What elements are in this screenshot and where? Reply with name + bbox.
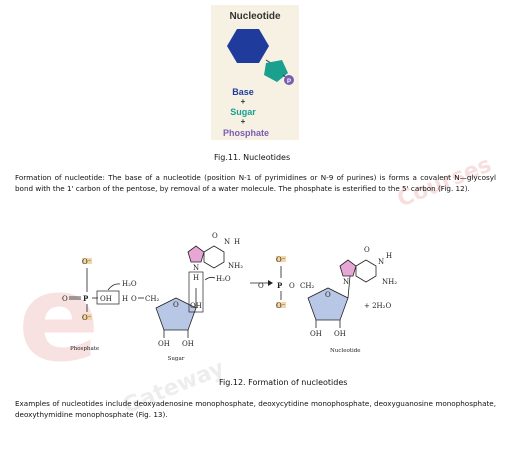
phosphate-o-minus-bottom: O⁻: [82, 314, 92, 322]
nuc-o-double: O: [258, 282, 264, 290]
phosphate-o-minus-top: O⁻: [82, 258, 92, 266]
water-left: H₂O: [122, 280, 137, 288]
label-sugar: Sugar: [230, 107, 256, 117]
figure-nucleotide-diagram: Nucleotide P Base + Sugar + Phosphate: [211, 5, 299, 140]
base-n2-right: N: [378, 258, 384, 266]
nucleotide-title: Nucleotide: [229, 11, 281, 22]
figure-12-caption: Fig.12. Formation of nucleotides: [219, 378, 348, 387]
sugar-h: H: [122, 295, 128, 303]
base-h: H: [193, 274, 199, 282]
sugar-caption: Sugar: [168, 356, 185, 362]
sugar-ring-o: O: [173, 301, 179, 309]
paragraph-formation: Formation of nucleotide: The base of a n…: [15, 173, 496, 194]
sugar-pentagon: [264, 60, 288, 82]
figure-nucleotide-formation: O⁻ O P O⁻ OH H O CH₂ H₂O O OH OH Sugar P…: [58, 228, 438, 364]
base-n-right: N: [343, 278, 349, 286]
nuc-o-minus-top: O⁻: [276, 256, 286, 264]
sugar-o-5: O: [131, 295, 137, 303]
water-product: + 2H₂O: [364, 302, 391, 310]
base-nh2-left: NH₂: [228, 262, 243, 270]
sugar-ch2: CH₂: [145, 295, 159, 303]
nuc-oh-2: OH: [334, 330, 346, 338]
plus-1: +: [241, 97, 246, 106]
label-phosphate: Phosphate: [223, 128, 269, 138]
paragraph-examples: Examples of nucleotides include deoxyade…: [15, 399, 496, 420]
base-hexagon: [227, 29, 269, 63]
base-n-left: N: [193, 264, 199, 272]
phosphate-caption: Phosphate: [70, 346, 99, 352]
base-n2-left: N: [224, 238, 230, 246]
plus-2: +: [241, 117, 246, 126]
sugar-oh-3: OH: [158, 340, 170, 348]
nuc-o-minus-bottom: O⁻: [276, 302, 286, 310]
figure-11-caption: Fig.11. Nucleotides: [214, 153, 291, 162]
sugar-oh-2: OH: [182, 340, 194, 348]
base-o-right: O: [364, 246, 370, 254]
base-o-left: O: [212, 232, 218, 240]
base-nh2-right: NH₂: [382, 278, 397, 286]
nuc-ring-o: O: [325, 291, 331, 299]
phosphate-oh: OH: [100, 295, 112, 303]
nuc-o-5: O: [289, 282, 295, 290]
phosphate-symbol: P: [287, 79, 291, 85]
phosphate-o-double: O: [62, 295, 68, 303]
base-h2-right: H: [386, 252, 392, 260]
nuc-ch2: CH₂: [300, 282, 314, 290]
water-right: H₂O: [216, 275, 231, 283]
phosphate-circle: [284, 75, 294, 85]
phosphate-p: P: [83, 294, 89, 303]
base-h2-left: H: [234, 238, 240, 246]
nuc-p: P: [277, 281, 283, 290]
nucleotide-caption: Nucleotide: [330, 348, 361, 354]
label-base: Base: [232, 87, 254, 97]
nuc-oh-3: OH: [310, 330, 322, 338]
sugar-oh-1: OH: [190, 302, 202, 310]
